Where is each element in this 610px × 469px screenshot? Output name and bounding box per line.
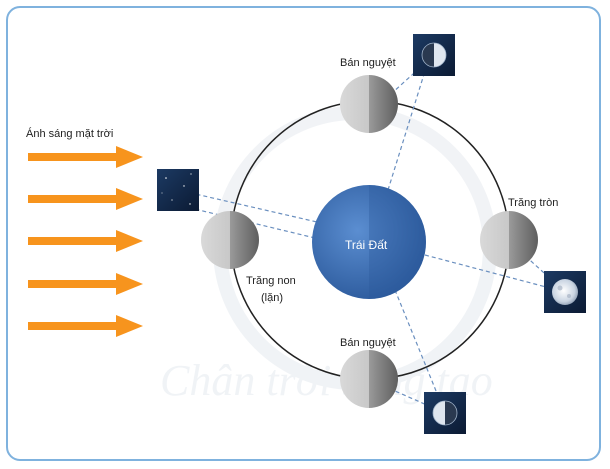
earth — [312, 185, 426, 299]
moon-full — [480, 211, 538, 269]
sunlight-arrow — [28, 188, 143, 210]
earth-label: Trái Đất — [345, 238, 388, 252]
thumb-new-moon — [157, 169, 199, 211]
sunlight-arrow — [28, 230, 143, 252]
sight-line-bottom — [394, 289, 446, 414]
sight-line-right-moon — [509, 241, 566, 293]
phase-label-bottom: Bán nguyệt — [340, 337, 396, 349]
sight-line-left — [177, 189, 331, 226]
phase-label-right: Trăng tròn — [508, 197, 559, 209]
thumb-last-quarter — [424, 392, 466, 434]
diagram-frame — [6, 6, 601, 461]
moon-first-quarter — [340, 75, 398, 133]
phase-label-left-2: (lặn) — [261, 292, 284, 304]
thumb-first-quarter — [413, 34, 455, 76]
sight-line-top — [387, 54, 431, 191]
thumb-full-moon — [544, 271, 586, 313]
earth-shadow — [369, 185, 426, 299]
sunlight-label: Ánh sáng mặt trời — [26, 128, 114, 140]
phase-label-left-1: Trăng non — [246, 275, 296, 287]
sight-line-right — [424, 254, 566, 293]
phase-label-top: Bán nguyệt — [340, 57, 396, 69]
sunlight-arrow — [28, 146, 143, 168]
moon-last-quarter — [340, 350, 398, 408]
sunlight-arrow — [28, 273, 143, 295]
sunlight-arrow — [28, 315, 143, 337]
moon-new — [201, 211, 259, 269]
sunlight-arrows — [28, 146, 143, 337]
